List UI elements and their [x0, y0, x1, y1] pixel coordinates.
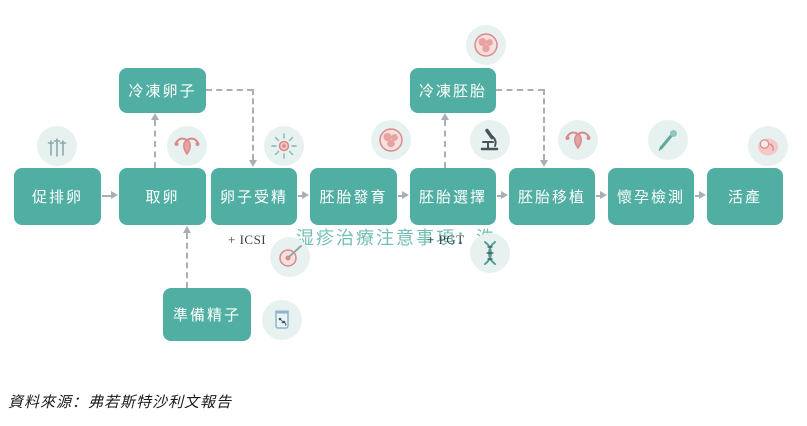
step-embryo-development: 胚胎發育 [310, 168, 397, 225]
sperm-sample-icon [262, 300, 302, 340]
arrow-head [540, 160, 548, 167]
dashed-connector-frozen-eggs-down [252, 89, 254, 160]
arrow-head [183, 226, 191, 233]
dashed-connector-frozen-embryos-out [496, 89, 544, 91]
syringes-icon [37, 126, 77, 166]
step-embryo-selection: 胚胎選擇 [410, 168, 496, 225]
dashed-connector-selection-to-frozen [444, 120, 446, 168]
watermark: 湿疹治療注意事項：洗 [296, 228, 496, 248]
arrow-line [497, 195, 503, 197]
step-label: 胚胎發育 [319, 190, 388, 206]
step-embryo-transfer: 胚胎移植 [509, 168, 595, 225]
step-pregnancy-test: 懷孕檢測 [608, 168, 694, 225]
arrow-line [102, 195, 113, 197]
uterus-icon [167, 126, 207, 166]
dashed-connector-frozen-embryos-down [543, 89, 545, 160]
uterus-icon [558, 120, 598, 160]
baby-icon [748, 126, 788, 166]
arrow-head [302, 191, 309, 199]
box-label: 準備精子 [172, 308, 241, 324]
box-sperm-preparation: 準備精子 [163, 288, 251, 341]
arrow-line [695, 195, 701, 197]
embryo-icon [371, 120, 411, 160]
box-frozen-embryos: 冷凍胚胎 [410, 68, 496, 113]
step-label: 活產 [727, 190, 762, 206]
arrow-head [111, 191, 118, 199]
arrow-head [402, 191, 409, 199]
box-label: 冷凍胚胎 [418, 84, 487, 100]
arrow-head [441, 113, 449, 120]
arrow-line [398, 195, 404, 197]
arrow-head [501, 191, 508, 199]
step-label: 取卵 [145, 190, 180, 206]
fertilization-icon [264, 126, 304, 166]
step-live-birth: 活產 [707, 168, 783, 225]
step-egg-retrieval: 取卵 [119, 168, 206, 225]
arrow-head [699, 191, 706, 199]
dashed-connector-frozen-eggs-out [206, 89, 253, 91]
arrow-head [249, 160, 257, 167]
step-label: 懷孕檢測 [616, 190, 685, 206]
dashed-connector-sperm-up [186, 233, 188, 288]
microscope-icon [470, 120, 510, 160]
embryo-icon [466, 25, 506, 65]
arrow-line [596, 195, 602, 197]
step-ovulation-induction: 促排卵 [14, 168, 101, 225]
arrow-line [298, 195, 304, 197]
step-label: 卵子受精 [219, 190, 288, 206]
source-note: 資料來源：弗若斯特沙利文報告 [8, 395, 233, 411]
dna-icon [470, 233, 510, 273]
icsi-injection-icon [270, 237, 310, 277]
step-fertilization: 卵子受精 [211, 168, 297, 225]
box-frozen-eggs: 冷凍卵子 [119, 68, 206, 113]
annotation-icsi: + ICSI [228, 232, 267, 247]
annotation-pgt: + PGT [427, 232, 465, 247]
dropper-icon [648, 120, 688, 160]
step-label: 胚胎移植 [517, 190, 586, 206]
step-label: 胚胎選擇 [418, 190, 487, 206]
dashed-connector-egg-to-frozen [154, 120, 156, 168]
arrow-head [600, 191, 607, 199]
step-label: 促排卵 [31, 190, 83, 206]
box-label: 冷凍卵子 [128, 84, 197, 100]
arrow-head [151, 113, 159, 120]
